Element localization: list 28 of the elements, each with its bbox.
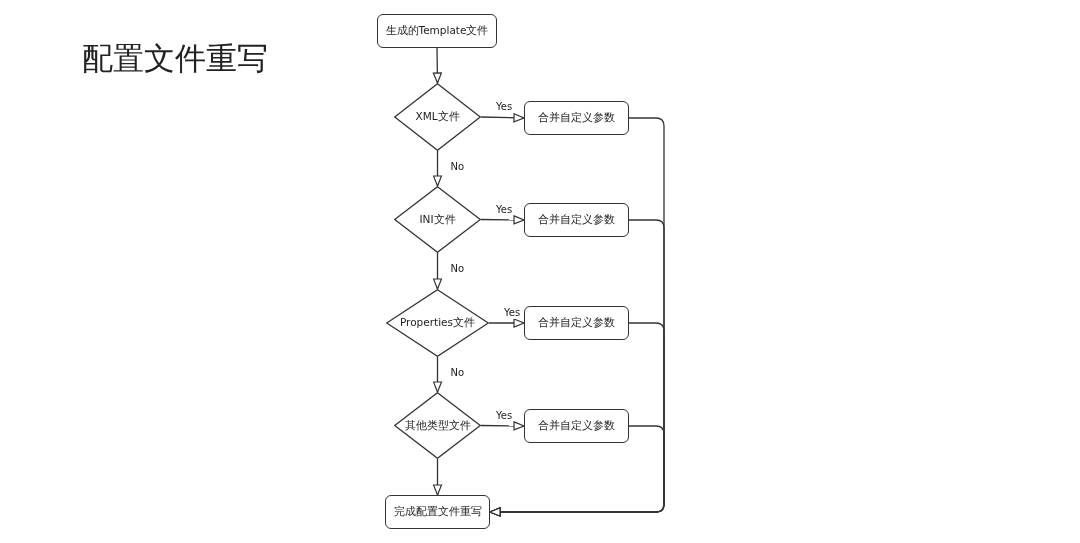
edge-label: No (449, 263, 466, 275)
arrow (432, 150, 443, 187)
arrow (432, 47, 442, 84)
edge-label: No (449, 161, 466, 173)
process-box: 合并自定义参数 (524, 203, 629, 237)
decision-diamond: XML文件 (394, 83, 481, 151)
process-box: 合并自定义参数 (524, 306, 629, 340)
decision-diamond: 其他类型文件 (394, 392, 481, 459)
arrow (432, 458, 443, 496)
edge-label: No (449, 367, 466, 379)
process-box: 完成配置文件重写 (385, 495, 490, 529)
arrow (432, 252, 443, 290)
arrow (480, 215, 525, 225)
edge-label: Yes (495, 203, 514, 216)
process-box: 生成的Template文件 (377, 14, 497, 48)
edge-label: Yes (503, 307, 522, 319)
edge-label: Yes (495, 409, 514, 422)
decision-diamond: INI文件 (394, 186, 481, 253)
process-box: 合并自定义参数 (524, 101, 629, 135)
arrow (489, 425, 665, 517)
title: 配置文件重写 (82, 39, 268, 78)
arrow (488, 318, 525, 328)
arrow (480, 113, 525, 123)
arrow (480, 421, 525, 431)
decision-diamond: Properties文件 (386, 289, 489, 357)
edge-label: Yes (495, 101, 514, 113)
process-box: 合并自定义参数 (524, 409, 629, 443)
arrow (432, 356, 443, 393)
